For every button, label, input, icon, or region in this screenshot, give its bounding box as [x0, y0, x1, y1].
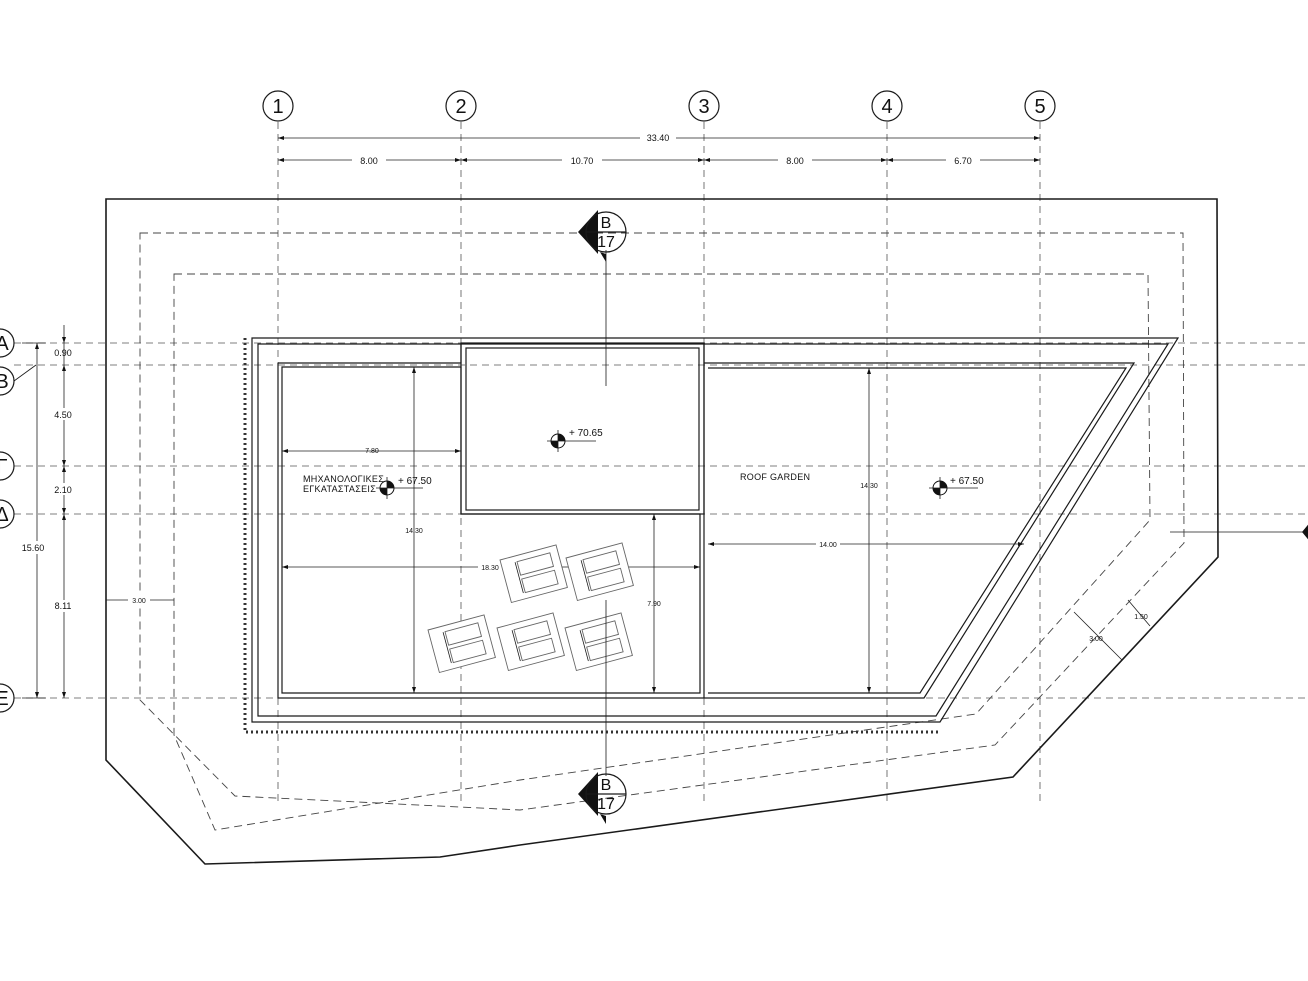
dim-setback-diag-b: 1.50 — [1134, 614, 1148, 621]
grid-bubble-icon[interactable]: 5 — [1024, 90, 1056, 122]
dim-h1430-right: 14.30 — [860, 483, 878, 490]
dim-span-4: 6.70 — [954, 156, 972, 166]
dim-row-2: 4.50 — [54, 410, 72, 420]
column-bubbles: 1 2 3 4 5 — [262, 90, 1056, 122]
dim-row-total: 15.60 — [22, 543, 45, 553]
row-label-e: E — [0, 688, 9, 710]
left-dimensions: 15.60 0.90 4.50 2.10 8.11 — [15, 325, 76, 699]
column-label-3: 3 — [698, 96, 709, 118]
dim-span-3: 8.00 — [786, 156, 804, 166]
dim-row-1: 0.90 — [54, 348, 72, 358]
mech-label-line2: ΕΓΚΑΤΑΣΤΑΣΕΙΣ — [303, 484, 376, 494]
level-garden: + 67.50 — [950, 476, 984, 487]
column-label-1: 1 — [272, 96, 283, 118]
mech-label-line1: ΜΗΧΑΝΟΛΟΓΙΚΕΣ — [303, 474, 384, 484]
column-label-4: 4 — [881, 96, 892, 118]
room-labels: ΜΗΧΑΝΟΛΟΓΙΚΕΣ ΕΓΚΑΤΑΣΤΑΣΕΙΣ ROOF GARDEN — [303, 472, 810, 494]
dim-overall: 33.40 — [647, 133, 670, 143]
setback-dimensions: 3.00 3.00 1.50 — [106, 594, 1151, 661]
level-datum-icon — [929, 477, 978, 499]
dim-span-2: 10.70 — [571, 156, 594, 166]
section-letter-bottom: B — [601, 777, 612, 794]
grid-bubble-icon[interactable]: 2 — [445, 90, 477, 122]
dim-h790: 7.90 — [647, 601, 661, 608]
setback-line-outer — [139, 232, 1185, 811]
row-label-d: Δ — [0, 504, 9, 526]
column-label-2: 2 — [455, 96, 466, 118]
section-cut-icon[interactable]: B 17 — [578, 210, 627, 262]
interior-dimensions: 7.80 14.30 18.30 7.90 14.30 14.00 — [282, 367, 1024, 693]
dim-setback-diag-a: 3.00 — [1089, 636, 1103, 643]
solar-panel-icon — [565, 542, 634, 602]
row-label-g: Γ — [0, 456, 8, 478]
building-outline — [243, 337, 1180, 734]
grid-bubble-icon[interactable]: Δ — [0, 499, 15, 529]
dim-setback-left: 3.00 — [132, 598, 146, 605]
solar-panel-icon — [564, 612, 633, 672]
site-boundary — [105, 198, 1219, 865]
horizontal-grid-lines — [14, 342, 1308, 699]
level-datum-icon — [547, 430, 596, 452]
vertical-grid-lines — [277, 122, 1041, 802]
section-sheet-bottom: 17 — [597, 796, 615, 813]
grid-bubble-icon[interactable]: B — [0, 366, 15, 396]
section-sheet-top: 17 — [597, 234, 615, 251]
grid-bubble-icon[interactable]: A — [0, 328, 15, 358]
roof-garden-label: ROOF GARDEN — [740, 472, 810, 482]
solar-panels — [427, 542, 634, 674]
grid-bubble-icon[interactable]: Γ — [0, 451, 15, 481]
grid-bubble-icon[interactable]: 3 — [688, 90, 720, 122]
column-label-5: 5 — [1034, 96, 1045, 118]
grid-bubble-icon[interactable]: 1 — [262, 90, 294, 122]
dim-w780: 7.80 — [365, 448, 379, 455]
row-bubbles: A B Γ Δ E — [0, 328, 1308, 713]
solar-panel-icon — [499, 544, 568, 604]
row-label-a: A — [0, 333, 9, 355]
level-upper: + 70.65 — [569, 428, 603, 439]
grid-bubble-icon[interactable]: 4 — [871, 90, 903, 122]
solar-panel-icon — [427, 614, 496, 674]
dim-w1400: 14.00 — [819, 542, 837, 549]
dim-w1830: 18.30 — [481, 565, 499, 572]
dim-h1430-left: 14.30 — [405, 528, 423, 535]
level-datum-icon — [376, 477, 423, 499]
grid-bubble-icon[interactable]: E — [0, 683, 15, 713]
dim-row-3: 2.10 — [54, 485, 72, 495]
solar-panel-icon — [496, 612, 565, 672]
section-letter-top: B — [601, 215, 612, 232]
dim-span-1: 8.00 — [360, 156, 378, 166]
dim-row-4: 8.11 — [55, 601, 72, 611]
section-cut-icon[interactable]: B 17 — [578, 772, 627, 824]
top-dimensions: 33.40 8.00 10.70 8.00 6.70 — [278, 131, 1040, 166]
setback-line-inner — [173, 273, 1151, 831]
row-label-b: B — [0, 371, 9, 393]
level-mech: + 67.50 — [398, 476, 432, 487]
